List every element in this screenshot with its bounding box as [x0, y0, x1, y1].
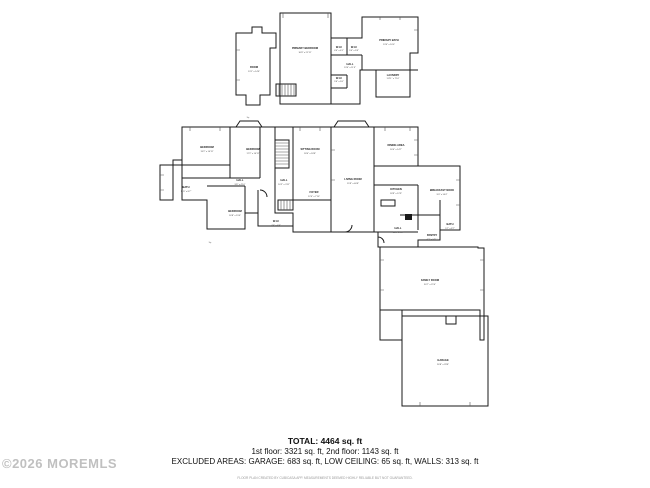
- room-label-family-room: FAMILY ROOM: [421, 278, 439, 282]
- room-label-primary-bath: PRIMARY BATH: [379, 38, 399, 42]
- room-dim-living-room: 15'9" x 40'8": [347, 183, 359, 185]
- room-label-breakfast-nook: BREAKFAST NOOK: [430, 188, 454, 192]
- room-label-laundry: LAUNDRY: [387, 73, 400, 77]
- room-label-hall-1: HALL: [237, 178, 244, 182]
- room-dim-bedroom-1: 13'2" x 14'11": [200, 151, 213, 153]
- disclaimer-text: FLOOR PLAN CREATED BY CUBICASA APP. MEAS…: [237, 476, 413, 480]
- room-dim-kitchen: 18'9" x 12'9": [390, 193, 402, 195]
- room-label-pantry: PANTRY: [427, 233, 438, 237]
- room-label-wic-lower: W.I.C: [273, 219, 279, 223]
- room-label-sitting-room: SITTING ROOM: [300, 147, 319, 151]
- room-label-wic-a: W.I.C: [336, 45, 342, 49]
- room-dim-wic-a: 6'0" x 6'1": [334, 50, 344, 52]
- room-label-room: ROOM: [250, 65, 258, 69]
- upper-stairs: [275, 83, 297, 97]
- room-dim-hall-upper: 13'0" x 11'5": [344, 67, 356, 69]
- room-dim-hall-3: 11'4" x 8'0": [393, 232, 404, 234]
- stair-note-up-2: Up: [247, 117, 250, 119]
- room-label-primary-bedroom: PRIMARY BEDROOM: [292, 46, 318, 50]
- room-label-wic-b: W.I.C: [351, 45, 357, 49]
- room-label-hall-upper: HALL: [347, 62, 354, 66]
- room-label-foyer: FOYER: [310, 190, 319, 194]
- room-dim-pantry: 6'2" x 5'11": [427, 239, 438, 241]
- first-floor: BEDROOM 13'2" x 14'11" BEDROOM 17'2" x 1…: [159, 117, 489, 407]
- room-label-bedroom-2: BEDROOM: [246, 147, 260, 151]
- room-dim-dining-area: 16'0" x 14'7": [390, 149, 402, 151]
- room-dim-breakfast-nook: 9'4" x 14'4": [437, 194, 448, 196]
- floor-plan-drawing: ROOM 13'1" x 14'6" PRIMARY BEDROOM 16'8"…: [159, 12, 489, 407]
- room-label-kitchen: KITCHEN: [390, 187, 402, 191]
- room-dim-bedroom-2: 17'2" x 14'11": [246, 153, 259, 155]
- room-dim-bedroom-3: 16'8" x 15'6": [229, 215, 241, 217]
- excluded-areas: EXCLUDED AREAS: GARAGE: 683 sq. ft, LOW …: [171, 457, 479, 466]
- room-label-living-room: LIVING ROOM: [344, 177, 361, 181]
- room-dim-foyer: 12'0" x 7'10": [308, 196, 320, 198]
- room-label-bath-1: BATH: [182, 185, 189, 189]
- moremls-watermark: ©2026 MOREMLS: [2, 456, 118, 471]
- floor-areas: 1st floor: 3321 sq. ft, 2nd floor: 1143 …: [251, 447, 399, 456]
- room-dim-hall-2: 10'2" x 3'11": [278, 184, 290, 186]
- room-dim-bath-2: 5'7" x 8'7": [445, 228, 455, 230]
- second-floor: ROOM 13'1" x 14'6" PRIMARY BEDROOM 16'8"…: [235, 12, 419, 106]
- room-label-hall-3: HALL: [395, 226, 402, 230]
- room-dim-wic-c: 5'6" x 5'0": [334, 81, 344, 83]
- room-label-hall-2: HALL: [281, 178, 288, 182]
- room-dim-wic-lower: 4'6" x 6'9": [271, 225, 281, 227]
- room-dim-bath-1: 11'6" x 8'7": [181, 191, 192, 193]
- room-label-bath-2: BATH: [446, 222, 453, 226]
- room-dim-wic-b: 5'4" x 5'8": [349, 50, 359, 52]
- room-dim-primary-bath: 13'4" x 10'0": [383, 44, 395, 46]
- room-dim-primary-bedroom: 16'8" x 21'11": [298, 52, 311, 54]
- room-label-bedroom-1: BEDROOM: [200, 145, 214, 149]
- stair-note-up-1: Up: [209, 242, 212, 244]
- room-dim-family-room: 30'7" x 21'4": [424, 284, 436, 286]
- room-label-bedroom-3: BEDROOM: [228, 209, 242, 213]
- room-dim-garage: 26'8" x 29'8": [437, 364, 449, 366]
- room-dim-room: 13'1" x 14'6": [248, 71, 260, 73]
- room-label-dining-area: DINING AREA: [387, 143, 404, 147]
- room-label-garage: GARAGE: [437, 358, 449, 362]
- total-area: TOTAL: 4464 sq. ft: [287, 436, 363, 446]
- room-dim-laundry: 11'11" x 7'10": [387, 78, 400, 80]
- room-dim-hall-1: 9'8" x 4'10": [235, 184, 246, 186]
- fireplace-icon: [405, 214, 412, 220]
- lower-stairs: [274, 139, 294, 211]
- room-dim-sitting-room: 18'0" x 18'8": [304, 153, 316, 155]
- room-label-wic-c: W.I.C: [336, 76, 342, 80]
